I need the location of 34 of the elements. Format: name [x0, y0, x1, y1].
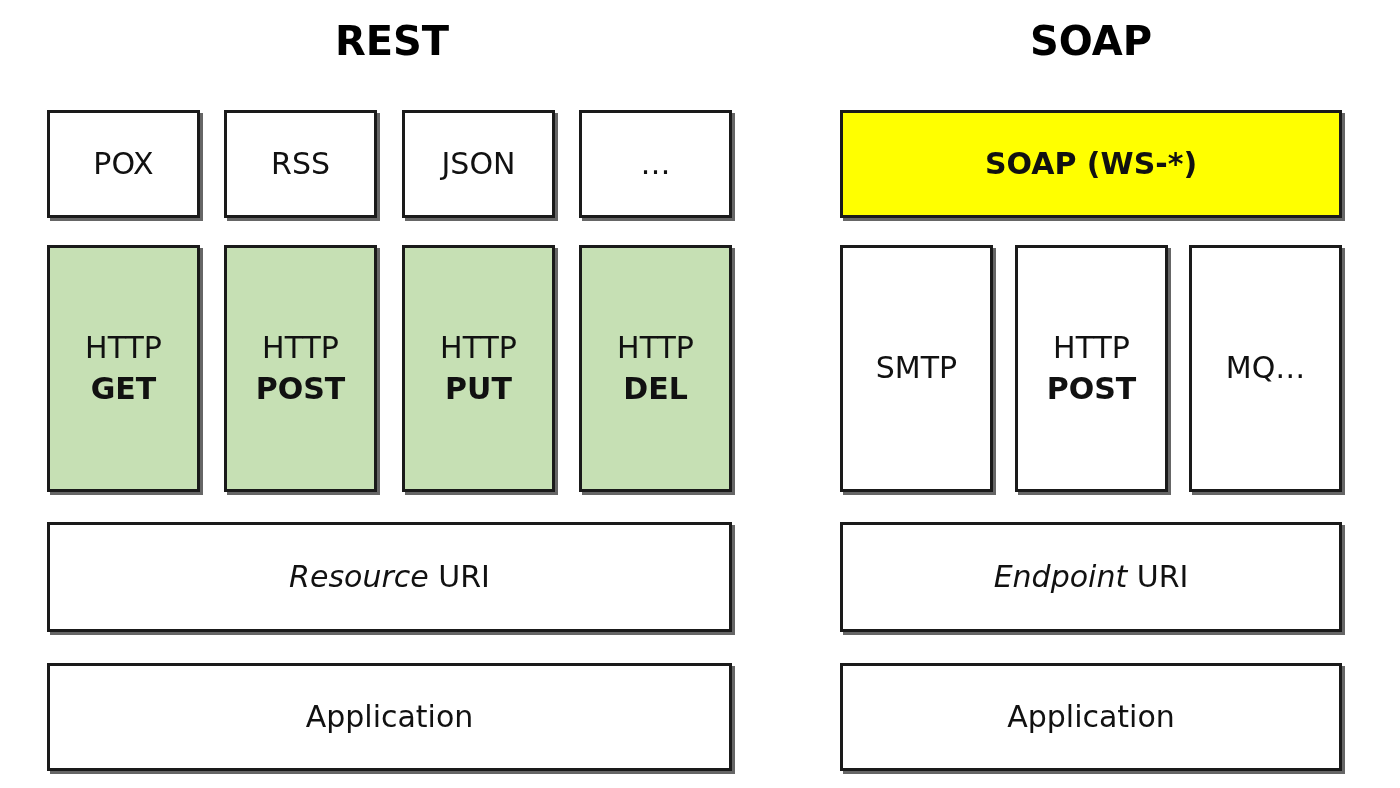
box-label: HTTP POST [1046, 329, 1137, 408]
box-label: HTTP PUT [440, 329, 517, 408]
uri-layer-box [840, 522, 1342, 632]
uri-layer-box [47, 522, 732, 632]
column-heading: SOAP [1030, 18, 1152, 64]
transport-box [840, 245, 993, 492]
application-layer-box [47, 663, 732, 771]
box-label: RSS [271, 144, 330, 183]
method-box [47, 245, 200, 492]
method-box [402, 245, 555, 492]
box-label: MQ… [1225, 349, 1306, 388]
box-label: HTTP GET [85, 329, 162, 408]
format-box [579, 110, 732, 218]
box-label: HTTP DEL [617, 329, 694, 408]
box-label: SMTP [875, 349, 958, 388]
box-label: Endpoint URI [993, 557, 1189, 596]
format-box [224, 110, 377, 218]
box-label: HTTP POST [255, 329, 346, 408]
box-label: Application [305, 697, 474, 736]
transport-box [1189, 245, 1342, 492]
box-label: Resource URI [289, 557, 490, 596]
box-label: JSON [441, 144, 516, 183]
box-label: … [640, 144, 671, 183]
protocol-box [840, 110, 1342, 218]
format-box [402, 110, 555, 218]
format-box [47, 110, 200, 218]
method-box [579, 245, 732, 492]
box-label: SOAP (WS-*) [984, 144, 1198, 183]
box-label: Application [1007, 697, 1175, 736]
method-box [224, 245, 377, 492]
column-heading: REST [334, 18, 450, 64]
application-layer-box [840, 663, 1342, 771]
transport-box [1015, 245, 1168, 492]
box-label: POX [93, 144, 154, 183]
